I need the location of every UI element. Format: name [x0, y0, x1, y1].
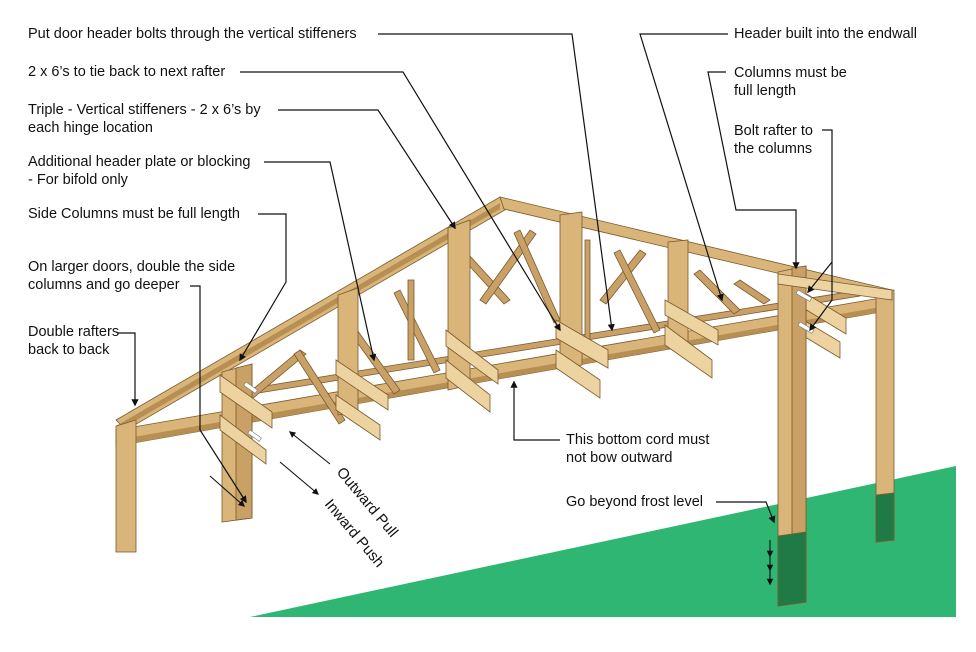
label-bolt-rafter: Bolt rafter to the columns	[734, 123, 813, 157]
label-door-header-bolts: Put door header bolts through the vertic…	[28, 26, 357, 42]
tie-back-boards	[219, 289, 847, 465]
label-header-endwall: Header built into the endwall	[734, 26, 917, 42]
leader-lines	[118, 33, 833, 524]
label-double-rafters: Double rafters back to back	[28, 324, 120, 358]
truss-frame	[115, 196, 895, 607]
label-tie-back: 2 x 6’s to tie back to next rafter	[28, 64, 226, 80]
label-columns-full: Columns must be full length	[734, 65, 847, 99]
column-right-buried	[777, 531, 807, 607]
endwall-header	[777, 273, 893, 301]
label-triple-stiffeners: Triple - Vertical stiffeners - 2 x 6’s b…	[28, 102, 261, 136]
side-column-left	[115, 419, 137, 553]
label-bottom-cord: This bottom cord must not bow outward	[566, 432, 710, 466]
truss-webs	[239, 229, 771, 425]
label-header-plate: Additional header plate or blocking - Fo…	[28, 154, 251, 188]
label-frost-level: Go beyond frost level	[566, 494, 704, 510]
force-arrows	[209, 431, 774, 586]
label-larger-doors: On larger doors, double the side columns…	[28, 259, 236, 293]
label-side-columns: Side Columns must be full length	[28, 206, 240, 222]
